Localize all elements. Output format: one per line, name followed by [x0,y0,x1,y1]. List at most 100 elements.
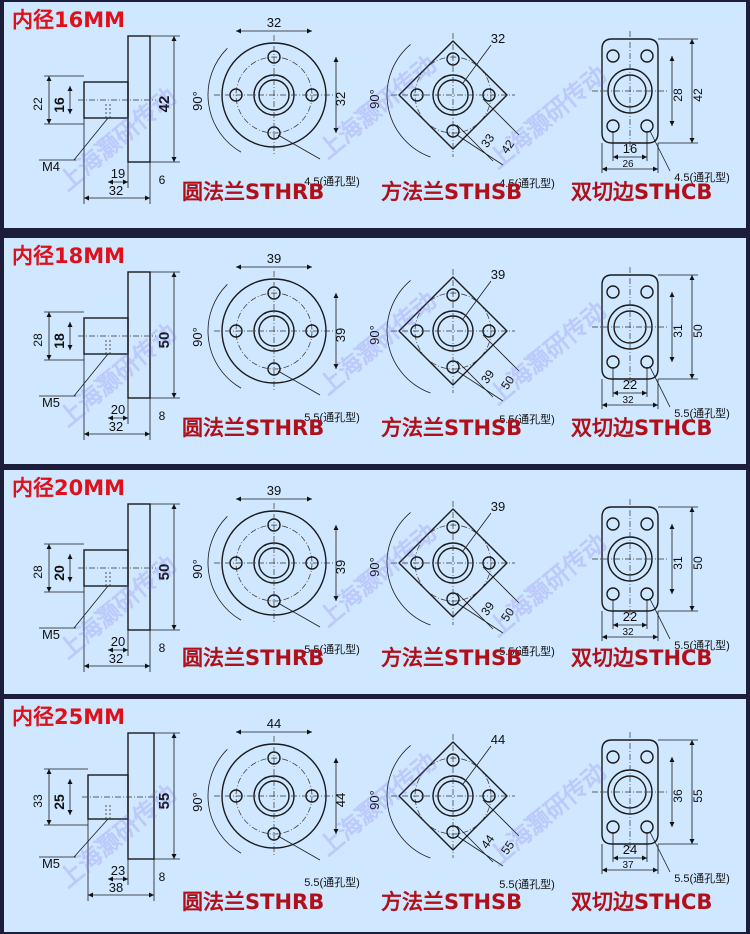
bolt-hole [640,355,654,369]
flange-outline [601,739,659,845]
dim-side-label: 39 [333,560,348,574]
dim-w1-label: 22 [623,377,637,392]
dim-bore-label: 18 [51,333,67,349]
screw-label: M5 [42,395,60,410]
angle-arc [386,280,431,394]
dim-body-label: 28 [31,565,45,579]
hole-note: 4.5(通孔型) [304,174,360,188]
dim-h1-label: 36 [671,789,685,803]
dim-len1-label: 19 [111,166,125,181]
hole-note: 5.5(通孔型) [304,642,360,656]
dim-len1-label: 20 [111,402,125,417]
dim-h2-label: 42 [691,88,705,102]
dim-w2-label: 26 [622,159,634,170]
hole-leader [649,831,671,873]
angle-arc [207,284,242,389]
dim-w1-label: 16 [623,141,637,156]
bolt-hole [640,517,654,531]
dim-pcd-label: 39 [491,267,505,282]
dim-pcd-label: 32 [491,31,505,46]
hole-leader [456,370,504,402]
pcd-leader [462,44,492,84]
dim-flange-label: 55 [156,793,173,810]
screw-label: M5 [42,856,60,871]
dim-thick-label: 8 [159,870,166,884]
caption-square-flange: 方法兰STHSB [381,646,523,670]
angle-label: 90° [367,89,382,109]
dim-flange-label: 50 [156,332,173,349]
caption-round-flange: 圆法兰STHRB [182,180,325,204]
dim-w2-label: 32 [622,627,634,638]
dim-w1-label: 22 [623,609,637,624]
flange-outline [127,271,151,399]
bolt-hole [640,750,654,764]
bore-inner [437,79,469,111]
angle-label: 90° [367,790,382,810]
dim-diag1-label: 39 [478,599,497,618]
angle-arc [386,44,431,158]
hole-note: 5.5(通孔型) [674,638,730,652]
screw-label: M5 [42,627,60,642]
angle-arc [207,48,242,153]
panel-title: 内径16MM [12,8,126,32]
dim-len2-label: 32 [109,419,123,434]
hole-note: 5.5(通孔型) [674,871,730,885]
dim-flange-label: 42 [156,96,173,113]
dim-body-arrows [46,544,52,592]
dim-pcd-label: 39 [267,251,281,266]
dim-side-label: 39 [333,328,348,342]
screw-leader [73,585,109,629]
hole-leader [277,370,321,396]
dim-h2-label: 55 [691,789,705,803]
dim-body-arrows [46,312,52,360]
bolt-hole [606,355,620,369]
dim-len2-label: 32 [109,651,123,666]
dim-pcd-label: 39 [267,483,281,498]
dim-w1-label: 24 [623,842,637,857]
dim-len1-arrows [108,415,128,421]
hole-leader [277,835,321,861]
dim-pcd-label: 39 [491,499,505,514]
dim-body-label: 28 [31,333,45,347]
dim-bore-label: 20 [51,565,67,581]
dim-len1-label: 23 [111,863,125,878]
hole-note: 5.5(通孔型) [304,875,360,889]
dim-diag2-label: 50 [498,605,517,624]
angle-label: 90° [367,557,382,577]
bolt-hole [640,119,654,133]
caption-square-flange: 方法兰STHSB [381,416,523,440]
dim-body-label: 22 [31,97,45,111]
flange-outline [601,506,659,612]
flange-outline [601,274,659,380]
pcd-leader [462,512,492,552]
dim-flange-label: 50 [156,564,173,581]
dim-w2-label: 32 [622,395,634,406]
diag-dim-2 [482,799,520,837]
caption-double-flange: 双切边STHCB [571,180,713,204]
panel-title: 内径20MM [12,476,126,500]
bolt-hole [640,587,654,601]
flange-outline [127,732,155,860]
dim-side-label: 32 [333,92,348,106]
dim-w2-label: 37 [622,860,634,871]
bolt-hole [640,49,654,63]
dim-h1-label: 31 [671,556,685,570]
panel-title: 内径25MM [12,705,126,729]
screw-leader [73,353,109,397]
flange-outline [127,503,151,631]
hole-leader [277,602,321,628]
hole-leader [456,134,504,166]
hole-note: 5.5(通孔型) [499,644,555,658]
dim-pcd-label: 44 [491,732,505,747]
bolt-hole [606,49,620,63]
